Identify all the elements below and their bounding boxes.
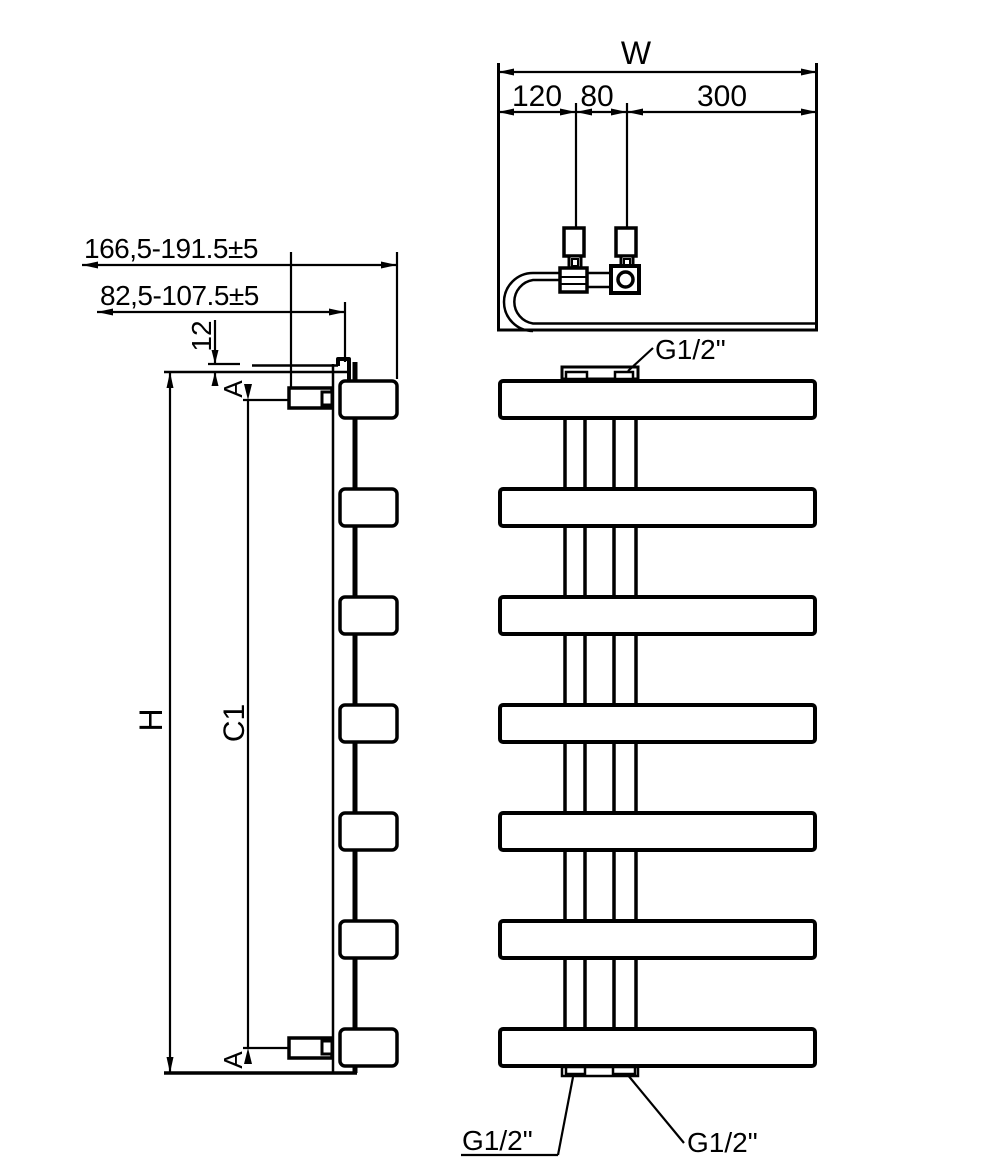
- bar-stub: [338, 1027, 399, 1068]
- segment-120-label: 120: [512, 80, 562, 113]
- bar-stub: [338, 919, 399, 960]
- arrow: [244, 1048, 252, 1064]
- bar-stub: [338, 379, 399, 420]
- segment-300-label: 300: [697, 80, 747, 113]
- towel-bar: [498, 811, 817, 852]
- arrow: [82, 261, 98, 269]
- towel-bar: [498, 487, 817, 528]
- side-view: 166,5-191.5±5 82,5-107.5±5 12 H C1 A A: [82, 233, 399, 1075]
- towel-bar: [498, 919, 817, 960]
- thread-label-bottom-right: G1/2": [687, 1127, 758, 1158]
- bracket-offset-label: 12: [186, 320, 217, 351]
- top-stub-right: [613, 370, 635, 381]
- section-marker-bottom: A: [218, 1051, 248, 1069]
- towel-bar: [498, 703, 817, 744]
- plan-view: W 120 80 300: [497, 35, 818, 333]
- u-pipe-inner: [513, 278, 817, 325]
- bottom-connection-plate: [560, 1065, 640, 1078]
- bar-stub: [338, 703, 399, 744]
- arrow: [627, 108, 643, 116]
- top-stub-left: [564, 370, 589, 381]
- towel-bar: [498, 1027, 817, 1068]
- thread-label-top: G1/2": [655, 334, 726, 365]
- bracket-screw-bottom-head: [320, 1039, 334, 1056]
- arrow: [166, 372, 174, 388]
- connector-port-circle: [616, 270, 635, 289]
- valve-nut-left-detail: [571, 258, 579, 267]
- height-label: H: [133, 708, 169, 731]
- arrow: [498, 108, 514, 116]
- valve-body-right: [614, 226, 638, 258]
- bracket-hook-top: [336, 357, 351, 380]
- bar-stub: [338, 811, 399, 852]
- centers-label: C1: [218, 704, 251, 742]
- leader-bottom-right: [626, 1073, 685, 1144]
- leader-bottom-left: [556, 1076, 575, 1156]
- towel-bar: [498, 379, 817, 420]
- arrow: [801, 68, 817, 76]
- arrow: [211, 372, 219, 386]
- thread-label-bottom-left: G1/2": [462, 1125, 533, 1156]
- arrow: [97, 308, 113, 316]
- arrow: [244, 384, 252, 400]
- valve-body-left: [562, 226, 586, 258]
- arrow: [498, 68, 514, 76]
- arrow: [329, 308, 345, 316]
- towel-bar: [498, 595, 817, 636]
- arrow: [166, 1057, 174, 1073]
- arrow: [576, 108, 592, 116]
- front-view: G1/2" G1/2" G1/2": [461, 334, 817, 1158]
- bracket-screw-top-head: [320, 390, 334, 407]
- bottom-stub-right: [611, 1065, 637, 1076]
- u-pipe-outer: [502, 271, 561, 333]
- arrow: [211, 350, 219, 364]
- offset-min-label: 82,5-107.5±5: [100, 280, 259, 311]
- connector-block-right: [609, 264, 641, 295]
- arrow: [801, 108, 817, 116]
- bottom-stub-left: [564, 1065, 587, 1076]
- union-left: [558, 266, 589, 294]
- arrow: [381, 261, 397, 269]
- arrow: [560, 108, 576, 116]
- segment-80-label: 80: [580, 80, 613, 113]
- bar-stub: [338, 487, 399, 528]
- leader-top: [627, 347, 654, 372]
- width-dim-label: W: [621, 35, 652, 71]
- bar-stub: [338, 595, 399, 636]
- arrow: [611, 108, 627, 116]
- section-marker-top: A: [218, 380, 248, 398]
- offset-max-label: 166,5-191.5±5: [84, 233, 258, 264]
